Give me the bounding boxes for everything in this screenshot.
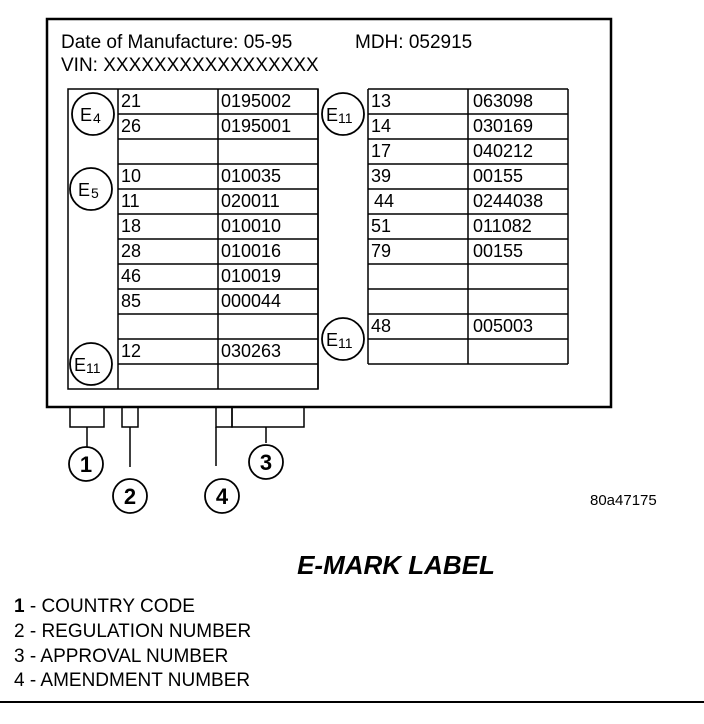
right-reg-cell: 79 (371, 241, 391, 261)
svg-text:3: 3 (260, 450, 272, 475)
svg-text:4: 4 (216, 484, 229, 509)
country-mark-e11-icon: E 11 (321, 317, 365, 361)
left-approval-cell: 010019 (221, 266, 281, 286)
svg-text:2: 2 (124, 484, 136, 509)
legend-item: 1 - COUNTRY CODE (14, 596, 195, 617)
vin-text: VIN: XXXXXXXXXXXXXXXXX (61, 55, 319, 76)
svg-text:E: E (78, 180, 90, 200)
left-table (67, 88, 319, 390)
left-reg-cell: 11 (121, 191, 140, 211)
svg-text:11: 11 (86, 360, 101, 376)
country-mark-e4-icon: E 4 (71, 92, 115, 136)
right-approval-cell: 063098 (473, 91, 533, 111)
legend-item: 4 - AMENDMENT NUMBER (14, 670, 250, 691)
left-reg-cell: 10 (121, 166, 141, 186)
left-approval-cell: 010010 (221, 216, 281, 236)
country-mark-e11-icon: E 11 (69, 342, 113, 386)
left-reg-cell: 85 (121, 291, 141, 311)
svg-text:11: 11 (338, 335, 353, 351)
figure-title: E-MARK LABEL (297, 550, 495, 580)
callout-3: 3 (248, 444, 284, 480)
svg-text:E: E (74, 355, 86, 375)
svg-text:11: 11 (338, 110, 353, 126)
callout-2: 2 (112, 478, 148, 514)
right-approval-cell: 011082 (473, 216, 532, 236)
right-approval-cell: 030169 (473, 116, 533, 136)
right-approval-cell: 00155 (473, 241, 523, 261)
right-reg-cell: 51 (371, 216, 391, 236)
left-table-cells: 21 0195002 26 0195001 10 010035 11 02001… (121, 91, 291, 361)
right-table-cells: 13 063098 14 030169 17 040212 39 00155 4… (371, 91, 543, 336)
right-approval-cell: 0244038 (473, 191, 543, 211)
right-reg-cell: 44 (374, 191, 394, 211)
left-reg-cell: 12 (121, 341, 141, 361)
svg-text:1: 1 (80, 452, 92, 477)
legend: 1 - COUNTRY CODE 2 - REGULATION NUMBER 3… (14, 596, 251, 691)
left-approval-cell: 030263 (221, 341, 281, 361)
left-approval-cell: 000044 (221, 291, 281, 311)
left-reg-cell: 28 (121, 241, 141, 261)
country-mark-e5-icon: E 5 (69, 167, 113, 211)
left-approval-cell: 010016 (221, 241, 281, 261)
left-reg-cell: 46 (121, 266, 141, 286)
svg-text:E: E (326, 105, 338, 125)
right-approval-cell: 005003 (473, 316, 533, 336)
right-approval-cell: 040212 (473, 141, 533, 161)
right-reg-cell: 48 (371, 316, 391, 336)
right-table (367, 88, 569, 365)
svg-text:4: 4 (93, 110, 101, 126)
left-approval-cell: 0195001 (221, 116, 291, 136)
left-reg-cell: 26 (121, 116, 141, 136)
right-reg-cell: 14 (371, 116, 391, 136)
left-approval-cell: 0195002 (221, 91, 291, 111)
callout-4: 4 (204, 478, 240, 514)
callout-leaders (69, 406, 305, 467)
right-reg-cell: 39 (371, 166, 391, 186)
svg-text:E: E (80, 105, 92, 125)
right-reg-cell: 13 (371, 91, 391, 111)
svg-text:E: E (326, 330, 338, 350)
right-reg-cell: 17 (371, 141, 391, 161)
country-mark-e11-icon: E 11 (321, 92, 365, 136)
manufacture-date-text: Date of Manufacture: 05-95 (61, 32, 292, 53)
left-reg-cell: 18 (121, 216, 141, 236)
callout-1: 1 (68, 446, 104, 482)
svg-text:5: 5 (91, 185, 99, 201)
left-reg-cell: 21 (121, 91, 141, 111)
left-approval-cell: 020011 (221, 191, 280, 211)
right-approval-cell: 00155 (473, 166, 523, 186)
legend-item: 2 - REGULATION NUMBER (14, 621, 251, 642)
figure-id: 80a47175 (590, 492, 657, 509)
legend-item: 3 - APPROVAL NUMBER (14, 646, 228, 667)
mdh-text: MDH: 052915 (355, 32, 472, 53)
left-approval-cell: 010035 (221, 166, 281, 186)
